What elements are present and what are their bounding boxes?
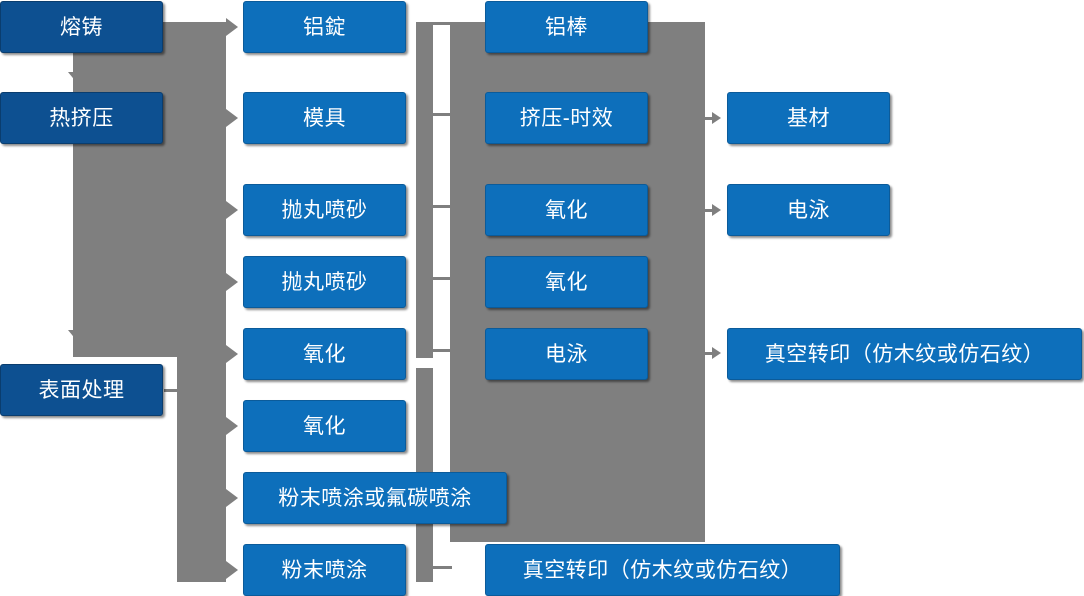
output-box-substrate[interactable]: 基材 bbox=[727, 92, 890, 144]
subprocess-box-oxidation-1[interactable]: 氧化 bbox=[485, 184, 648, 236]
subprocess-label: 真空转印（仿木纹或仿石纹） bbox=[522, 558, 803, 582]
process-box-shot-blasting-1[interactable]: 抛丸喷砂 bbox=[243, 184, 406, 236]
connector-process-bus-upper bbox=[416, 22, 433, 358]
output-label: 电泳 bbox=[787, 198, 830, 222]
tick-sub-5 bbox=[432, 349, 452, 352]
connector-stage-to-process-lower bbox=[177, 357, 226, 582]
stage-box-melting[interactable]: 熔铸 bbox=[0, 1, 163, 53]
process-box-aluminum-ingot[interactable]: 铝錠 bbox=[243, 1, 406, 53]
arrow-to-process-3 bbox=[226, 201, 238, 219]
arrow-to-process-2 bbox=[226, 109, 238, 127]
connector-stage-to-process-upper bbox=[73, 22, 226, 357]
arrow-to-process-4 bbox=[226, 273, 238, 291]
arrow-to-output-3 bbox=[712, 347, 721, 359]
subprocess-box-oxidation-2[interactable]: 氧化 bbox=[485, 256, 648, 308]
stem-to-output-2 bbox=[705, 209, 716, 212]
stage-label: 表面处理 bbox=[38, 378, 125, 402]
tick-sub-6 bbox=[432, 566, 452, 569]
arrow-to-process-7 bbox=[226, 489, 238, 507]
subprocess-box-electrophoresis[interactable]: 电泳 bbox=[485, 328, 648, 380]
subprocess-box-vacuum-transfer-printing[interactable]: 真空转印（仿木纹或仿石纹） bbox=[485, 544, 840, 596]
stem-to-output-1 bbox=[705, 117, 716, 120]
subprocess-label: 氧化 bbox=[545, 198, 588, 222]
output-label: 真空转印（仿木纹或仿石纹） bbox=[764, 342, 1045, 366]
arrow-to-output-1 bbox=[712, 112, 721, 124]
process-box-powder-coating[interactable]: 粉末喷涂 bbox=[243, 544, 406, 596]
process-box-oxidation-2[interactable]: 氧化 bbox=[243, 400, 406, 452]
output-box-vacuum-transfer-printing[interactable]: 真空转印（仿木纹或仿石纹） bbox=[727, 328, 1082, 380]
tick-sub-1 bbox=[432, 22, 452, 25]
arrow-to-process-6 bbox=[226, 417, 238, 435]
subprocess-label: 铝棒 bbox=[545, 15, 588, 39]
stage-label: 热挤压 bbox=[49, 106, 114, 130]
subprocess-label: 氧化 bbox=[545, 270, 588, 294]
arrow-to-output-2 bbox=[712, 204, 721, 216]
subprocess-label: 挤压-时效 bbox=[519, 106, 614, 130]
arrow-down-melting-to-extrusion bbox=[68, 72, 86, 83]
arrow-to-process-1 bbox=[226, 18, 238, 36]
stem-to-output-3 bbox=[705, 352, 716, 355]
stage-box-hot-extrusion[interactable]: 热挤压 bbox=[0, 92, 163, 144]
process-label: 氧化 bbox=[303, 342, 346, 366]
process-label: 模具 bbox=[303, 106, 346, 130]
process-box-powder-or-fluorocarbon-coating[interactable]: 粉末喷涂或氟碳喷涂 bbox=[243, 472, 507, 524]
process-label: 氧化 bbox=[303, 414, 346, 438]
process-label: 粉末喷涂 bbox=[281, 558, 368, 582]
process-box-shot-blasting-2[interactable]: 抛丸喷砂 bbox=[243, 256, 406, 308]
stub-surface-treatment bbox=[164, 389, 186, 392]
subprocess-label: 电泳 bbox=[545, 342, 588, 366]
output-label: 基材 bbox=[787, 106, 830, 130]
process-label: 铝錠 bbox=[303, 15, 346, 39]
arrow-to-process-8 bbox=[226, 561, 238, 579]
stage-box-surface-treatment[interactable]: 表面处理 bbox=[0, 364, 163, 416]
tick-sub-4 bbox=[432, 277, 452, 280]
process-label: 抛丸喷砂 bbox=[281, 198, 368, 222]
arrow-to-process-5 bbox=[226, 345, 238, 363]
arrow-down-to-surface-treatment bbox=[68, 330, 86, 341]
subprocess-box-extrusion-aging[interactable]: 挤压-时效 bbox=[485, 92, 648, 144]
output-box-electrophoresis[interactable]: 电泳 bbox=[727, 184, 890, 236]
subprocess-box-aluminum-rod[interactable]: 铝棒 bbox=[485, 1, 648, 53]
process-label: 抛丸喷砂 bbox=[281, 270, 368, 294]
process-label: 粉末喷涂或氟碳喷涂 bbox=[278, 486, 472, 510]
process-box-mold[interactable]: 模具 bbox=[243, 92, 406, 144]
stage-label: 熔铸 bbox=[60, 15, 103, 39]
tick-sub-2 bbox=[432, 113, 452, 116]
tick-sub-3 bbox=[432, 205, 452, 208]
process-box-oxidation-1[interactable]: 氧化 bbox=[243, 328, 406, 380]
